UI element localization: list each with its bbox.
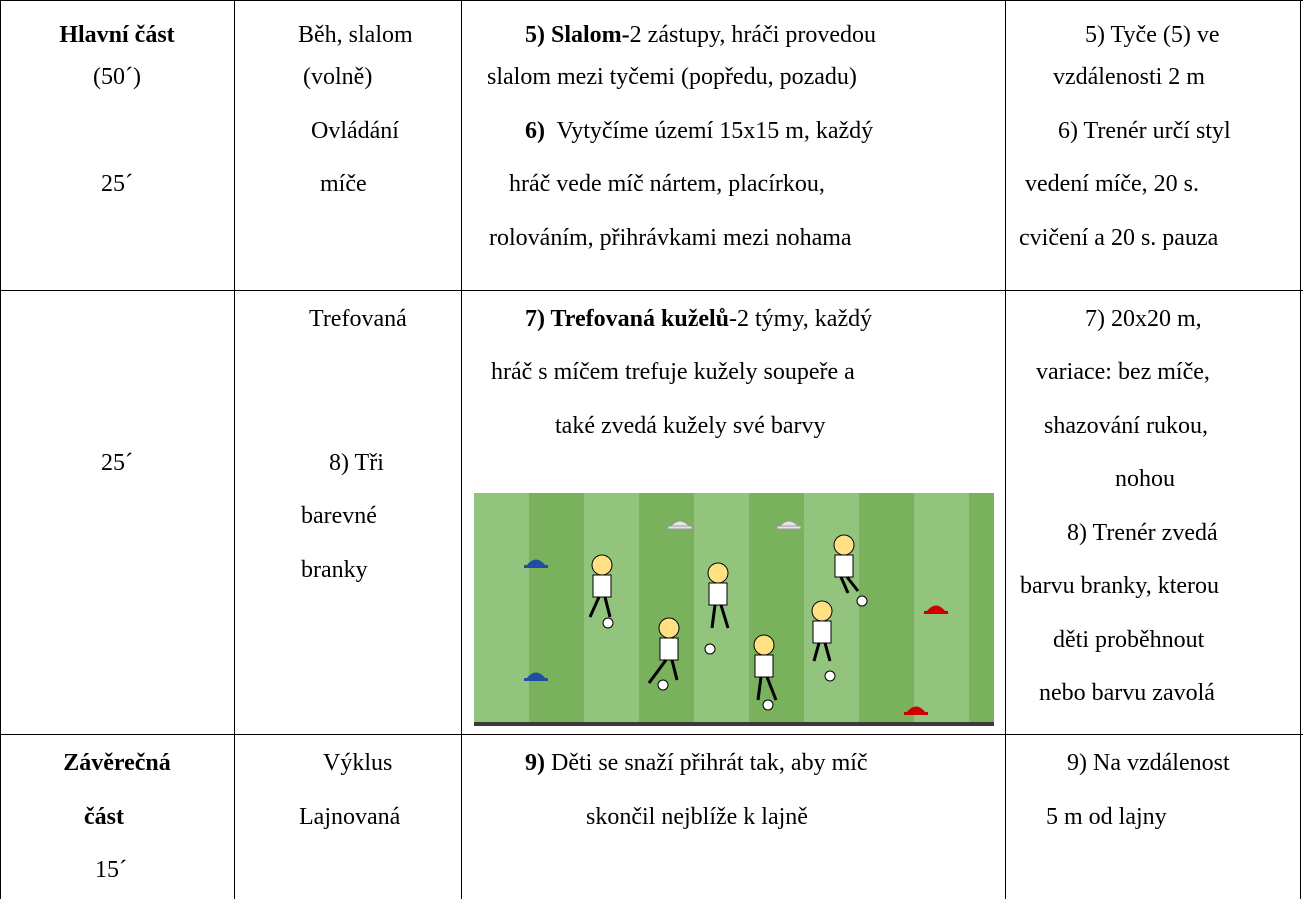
description-line: hráč vede míč nártem, placírkou,	[509, 171, 825, 197]
activity-text: barevné	[301, 503, 377, 529]
player-icon	[704, 562, 730, 655]
drill-illustration	[474, 493, 994, 726]
note-line: nohou	[1115, 466, 1175, 492]
grid-line	[0, 0, 1, 899]
note-line: nebo barvu zavolá	[1039, 680, 1215, 706]
description-line: 9) Děti se snaží přihrát tak, aby míč	[525, 750, 868, 776]
activity-text: branky	[301, 557, 368, 583]
player-icon	[753, 634, 778, 711]
phase-duration: (50´)	[93, 64, 141, 90]
activity-text: 8) Tři	[329, 450, 384, 476]
activity-text: Ovládání	[311, 118, 399, 144]
grid-line	[0, 0, 1303, 1]
note-line: děti proběhnout	[1053, 627, 1205, 653]
grid-line	[0, 734, 1303, 735]
phase-title: Hlavní část	[59, 22, 175, 48]
activity-text: Lajnovaná	[299, 804, 401, 830]
grid-line	[1300, 0, 1301, 899]
player-icon	[811, 600, 836, 682]
player-icon	[833, 534, 868, 607]
activity-text: (volně)	[303, 64, 373, 90]
note-line: 7) 20x20 m,	[1085, 306, 1202, 332]
player-icon	[588, 554, 614, 629]
activity-text: Trefovaná	[309, 306, 407, 332]
phase-time: 25´	[101, 450, 133, 476]
note-line: 9) Na vzdálenost	[1067, 750, 1230, 776]
note-line: 5) Tyče (5) ve	[1085, 22, 1220, 48]
activity-text: míče	[320, 171, 367, 197]
grid-line	[234, 0, 235, 899]
note-line: 5 m od lajny	[1046, 804, 1167, 830]
description-line: skončil nejblíže k lajně	[586, 804, 808, 830]
note-line: barvu branky, kterou	[1020, 573, 1220, 599]
phase-time: 25´	[101, 171, 133, 197]
note-line: shazování rukou,	[1044, 413, 1208, 439]
phase-time: 15´	[95, 857, 127, 883]
description-line: 7) Trefovaná kuželů-2 týmy, každý	[525, 306, 873, 332]
activity-text: Výklus	[323, 750, 393, 776]
phase-title: část	[84, 804, 124, 830]
phase-title: Závěrečná	[63, 750, 171, 776]
description-line: také zvedá kužely své barvy	[555, 413, 826, 439]
description-line: 6) Vytyčíme území 15x15 m, každý	[525, 118, 874, 144]
description-line: rolováním, přihrávkami mezi nohama	[489, 225, 852, 251]
note-line: vedení míče, 20 s.	[1025, 171, 1199, 197]
note-line: 8) Trenér zvedá	[1067, 520, 1218, 546]
grid-line	[461, 0, 462, 899]
description-line: slalom mezi tyčemi (popředu, pozadu)	[487, 64, 857, 90]
description-line: 5) Slalom-2 zástupy, hráči provedou	[525, 22, 877, 48]
activity-text: Běh, slalom	[298, 22, 413, 48]
cone-icon	[524, 520, 948, 715]
grid-line	[1005, 0, 1006, 899]
note-line: 6) Trenér určí styl	[1058, 118, 1231, 144]
player-icon	[647, 617, 680, 691]
note-line: vzdálenosti 2 m	[1053, 64, 1205, 90]
grid-line	[0, 290, 1303, 291]
note-line: cvičení a 20 s. pauza	[1019, 225, 1219, 251]
description-line: hráč s míčem trefuje kužely soupeře a	[491, 359, 855, 385]
note-line: variace: bez míče,	[1036, 359, 1210, 385]
